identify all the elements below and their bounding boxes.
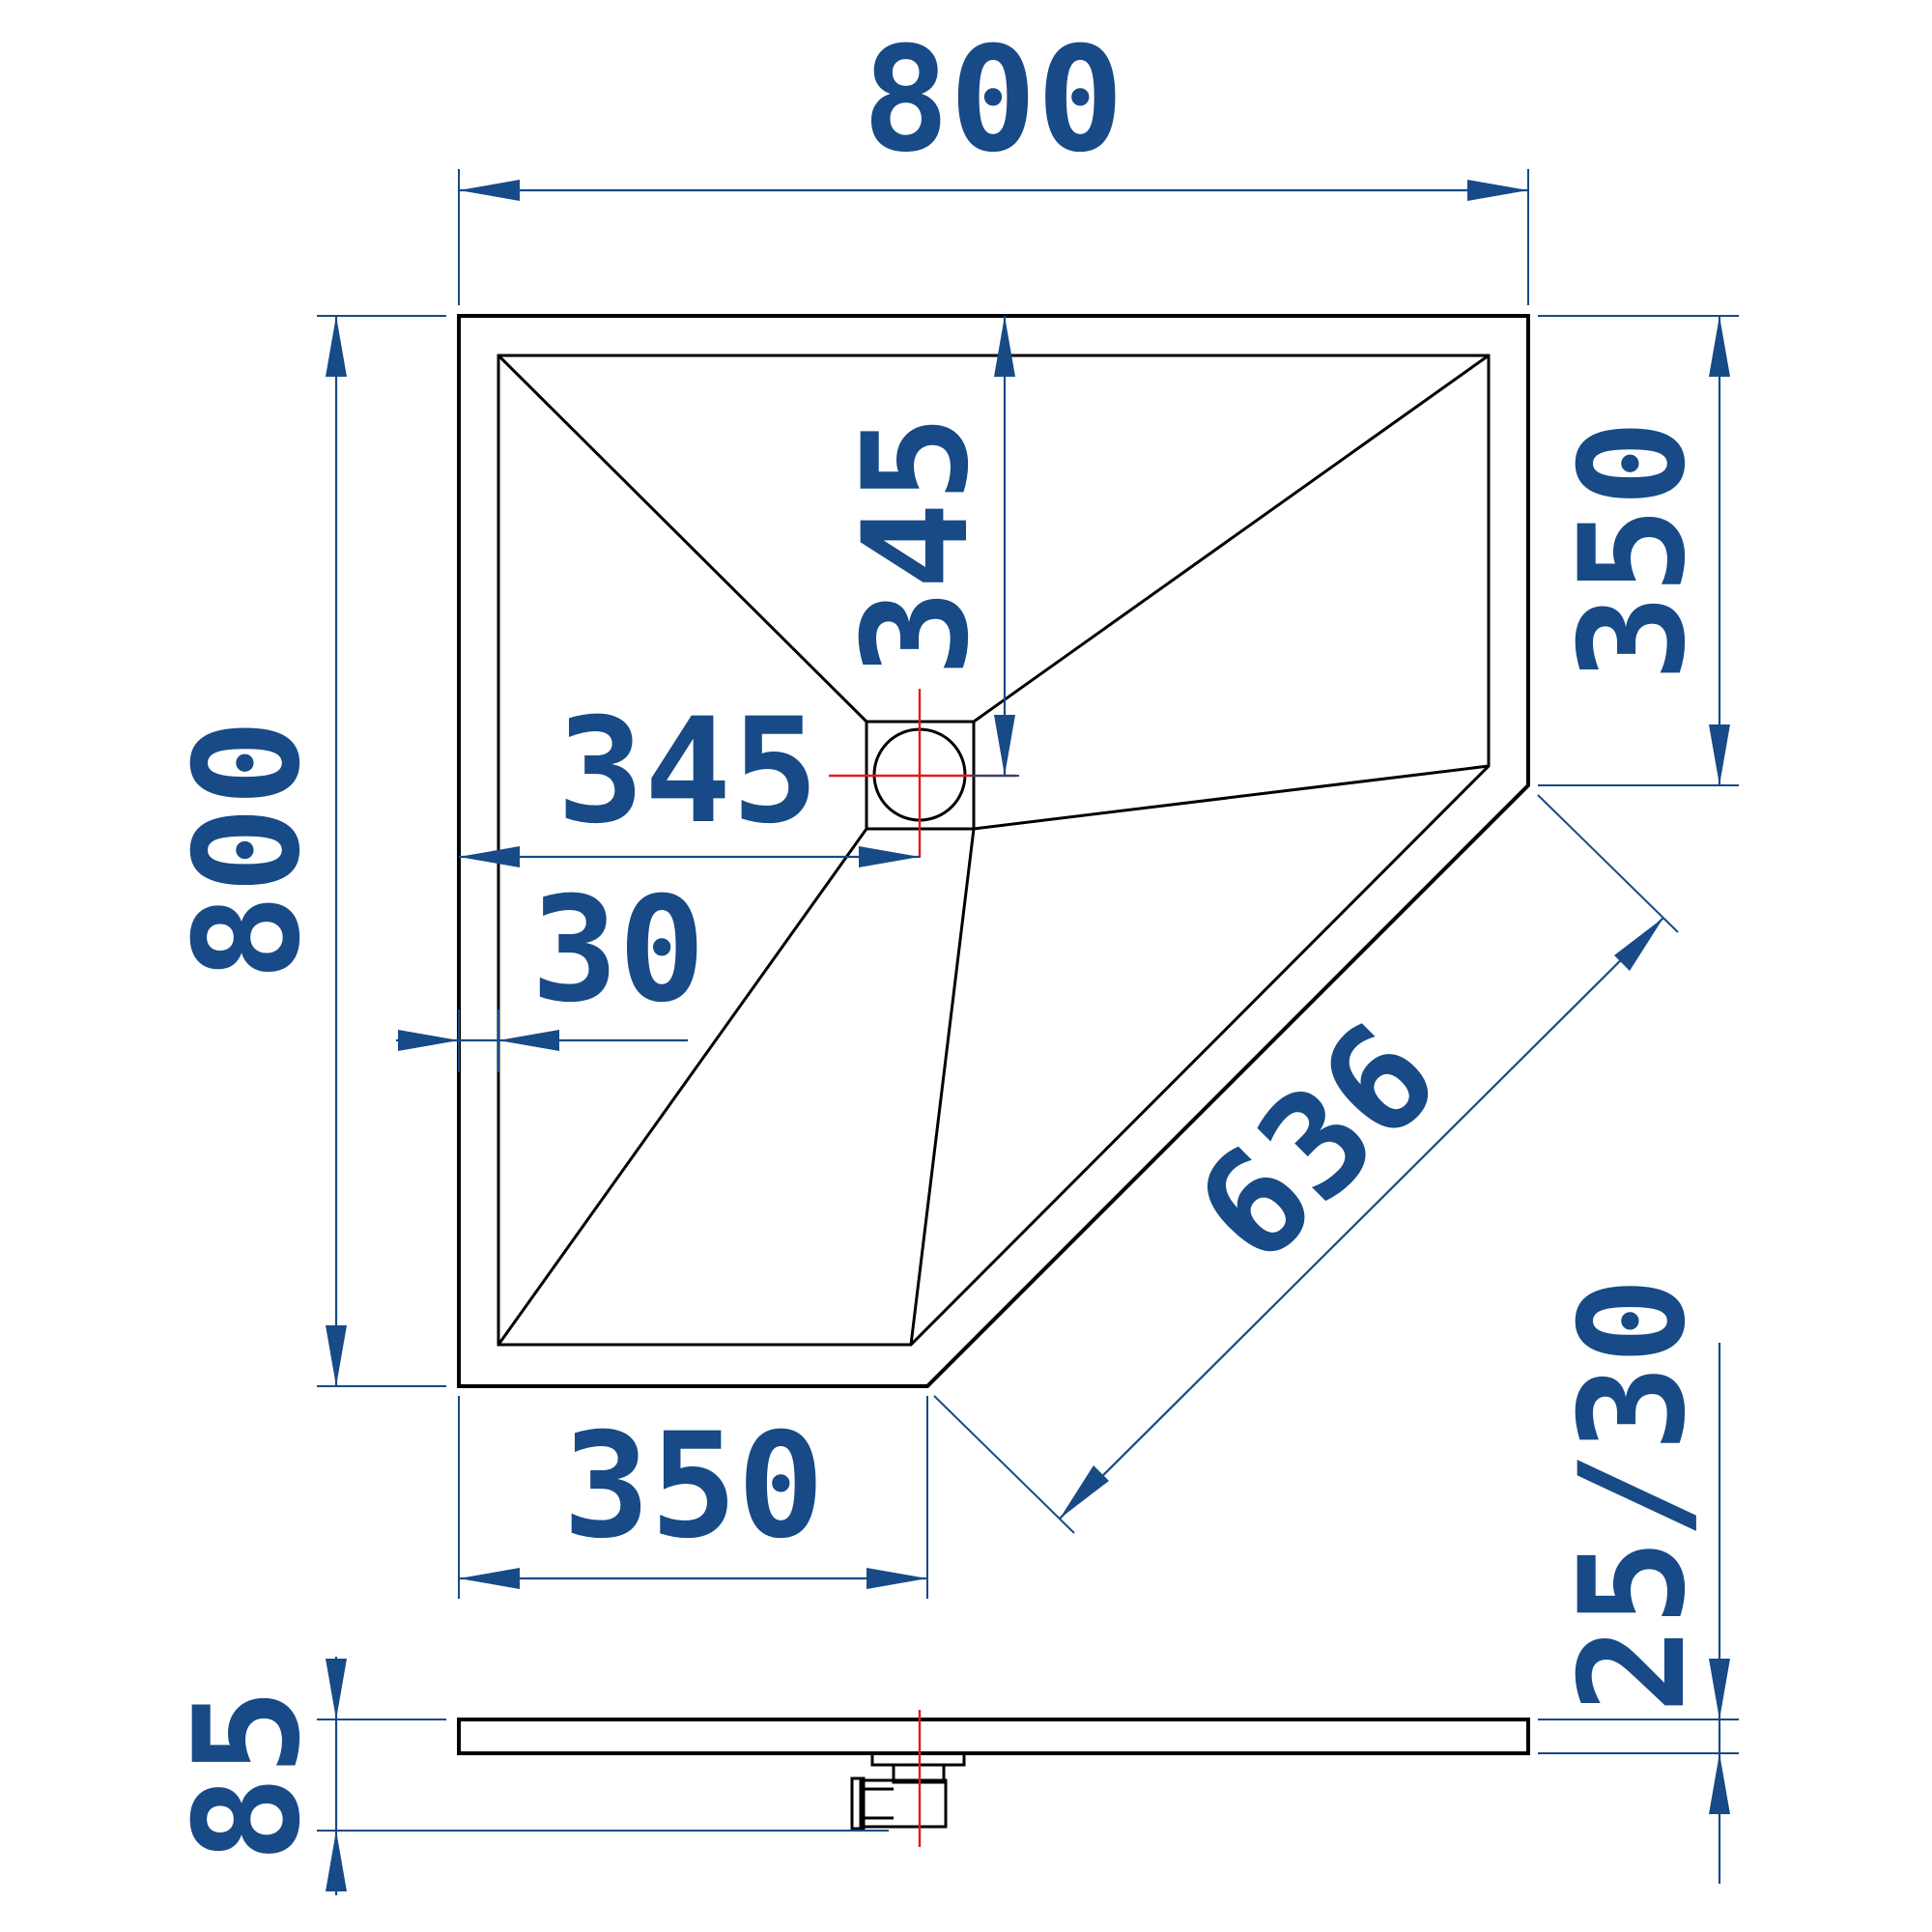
slope-line-bottom-left [497,828,868,1346]
tray-height-label: 85 [164,1689,332,1863]
dimension-front-side: 350 [458,1396,928,1599]
diagonal-label: 636 [1166,992,1470,1296]
front-side-label: 350 [563,1403,825,1571]
overall-width-label: 800 [863,16,1124,185]
dimension-overall-depth: 800 [164,315,446,1387]
dimension-overall-width: 800 [458,16,1529,305]
dimension-rim-width: 30 [396,867,705,1072]
slope-line-bottom-right [909,828,976,1346]
slope-line-right [973,764,1490,831]
waste-trap-icon [850,1751,966,1831]
rim-height-label: 25/30 [1549,1277,1718,1714]
dimension-drain-from-left: 345 [459,688,920,867]
tray-side-outline [457,1718,1530,1755]
dimension-rim-height: 25/30 [1538,1277,1739,1884]
right-side-label: 350 [1549,420,1718,682]
slope-line-top-right [973,354,1490,724]
dimension-right-side: 350 [1538,315,1739,786]
tray-inner-outline [497,354,1491,1347]
tray-plan-view [457,314,1530,1388]
overall-depth-label: 800 [164,720,332,981]
drain-from-left-label: 345 [557,688,819,856]
slope-line-top-left [497,354,868,724]
drain-from-back-label: 345 [833,415,1001,677]
dimension-drain-from-back: 345 [833,316,1019,777]
rim-width-label: 30 [531,867,706,1035]
tray-outer-outline [457,314,1530,1388]
dimension-tray-height: 85 [164,1657,889,1895]
tray-side-view [457,1710,1530,1847]
